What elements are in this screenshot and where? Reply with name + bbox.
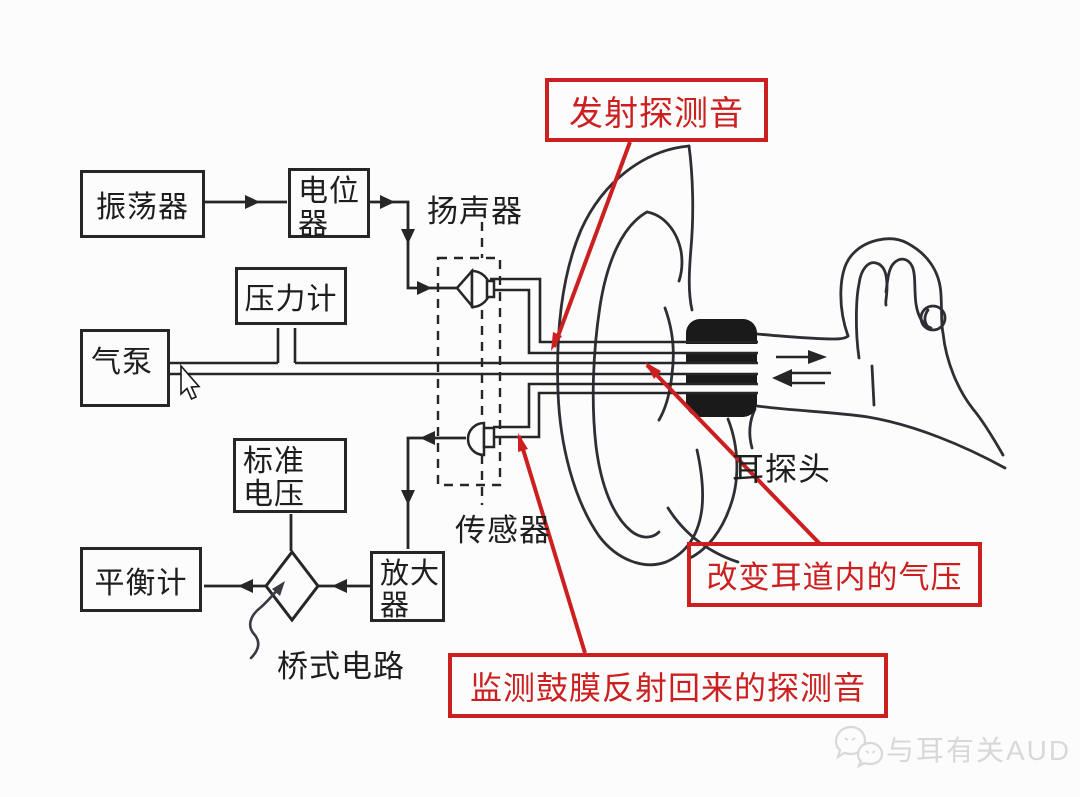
standard-voltage-label-line2: 电压 — [243, 478, 305, 511]
probe-tubes — [170, 277, 758, 439]
speaker-label: 扬声器 — [427, 194, 523, 229]
pressure-gauge-box: 压力计 — [235, 267, 347, 325]
callout-change-ear-canal-pressure: 改变耳道内的气压 — [687, 542, 982, 607]
speaker-transducer — [455, 267, 496, 310]
amplifier-label-line1: 放大 — [380, 558, 441, 590]
potentiometer-label-line2: 器 — [298, 208, 329, 241]
standard-voltage-box: 标准 电压 — [233, 438, 347, 513]
air-pump-box: 气泵 — [80, 329, 170, 407]
flow-arrowheads — [238, 195, 435, 593]
watermark-text: 与耳有关AUD — [886, 735, 1072, 766]
standard-voltage-label-line1: 标准 — [243, 445, 305, 478]
oscillator-box: 振荡器 — [80, 170, 205, 238]
potentiometer-label-line1: 电位 — [298, 175, 360, 208]
ear-probe-label: 耳探头 — [732, 451, 832, 487]
balance-meter-box: 平衡计 — [80, 547, 202, 612]
sensor-transducer — [466, 421, 496, 457]
bridge-circuit-diamond — [264, 549, 320, 623]
squiggle-variable-arrow — [248, 581, 285, 660]
amplifier-label-line2: 器 — [380, 590, 411, 622]
oscillator-label: 振荡器 — [96, 191, 189, 224]
transducer-housing-dashed-box — [436, 222, 502, 505]
callout-emit-probe-tone: 发射探测音 — [545, 78, 768, 142]
callout-monitor-reflected-probe-tone: 监测鼓膜反射回来的探测音 — [448, 653, 888, 718]
flow-lines — [204, 200, 466, 588]
red-callout-lines — [517, 141, 822, 654]
sensor-label: 传感器 — [455, 513, 551, 548]
potentiometer-box: 电位 器 — [288, 168, 370, 241]
ear-anatomy-drawing — [556, 144, 1007, 567]
wechat-bubbles-icon — [834, 725, 884, 769]
bridge-circuit-label: 桥式电路 — [277, 649, 405, 684]
ear-probe-plug — [680, 319, 758, 417]
airflow-right-arrow — [776, 350, 827, 364]
air-pump-label: 气泵 — [91, 346, 153, 379]
pressure-gauge-label: 压力计 — [244, 283, 338, 316]
amplifier-box: 放大 器 — [370, 551, 445, 622]
balance-meter-label: 平衡计 — [94, 566, 188, 600]
mouse-cursor[interactable] — [180, 363, 201, 401]
airflow-left-arrow — [772, 369, 831, 387]
